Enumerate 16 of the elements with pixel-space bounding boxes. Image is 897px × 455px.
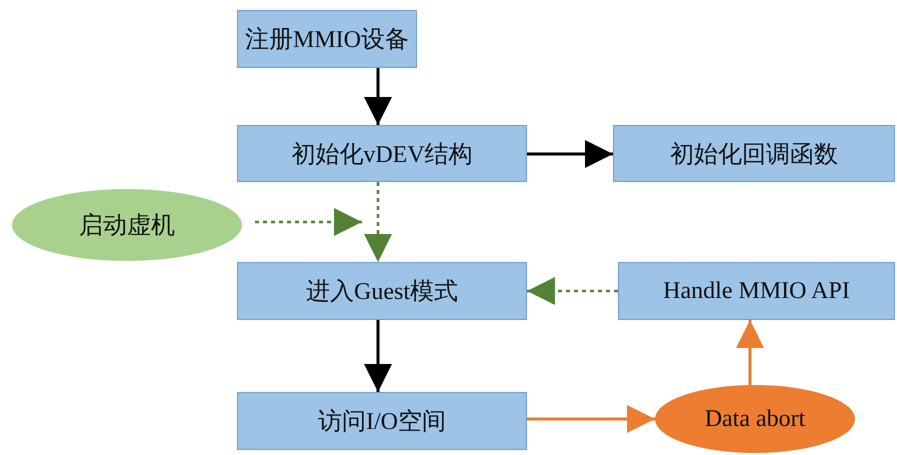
process-box: 初始化vDEV结构 bbox=[237, 125, 527, 182]
arrow bbox=[364, 68, 392, 125]
arrow bbox=[255, 208, 362, 236]
process-box: Handle MMIO API bbox=[618, 262, 895, 320]
process-box: 初始化回调函数 bbox=[613, 125, 895, 182]
arrow bbox=[527, 140, 613, 168]
arrow bbox=[364, 320, 392, 392]
process-box: 访问I/O空间 bbox=[237, 392, 527, 450]
arrow bbox=[364, 182, 392, 262]
arrow bbox=[736, 320, 764, 385]
process-box: 注册MMIO设备 bbox=[237, 10, 417, 68]
start-ellipse: 启动虚机 bbox=[12, 189, 242, 261]
arrow bbox=[527, 405, 655, 433]
arrow bbox=[527, 277, 618, 305]
event-ellipse: Data abort bbox=[655, 385, 855, 453]
process-box: 进入Guest模式 bbox=[237, 262, 527, 320]
